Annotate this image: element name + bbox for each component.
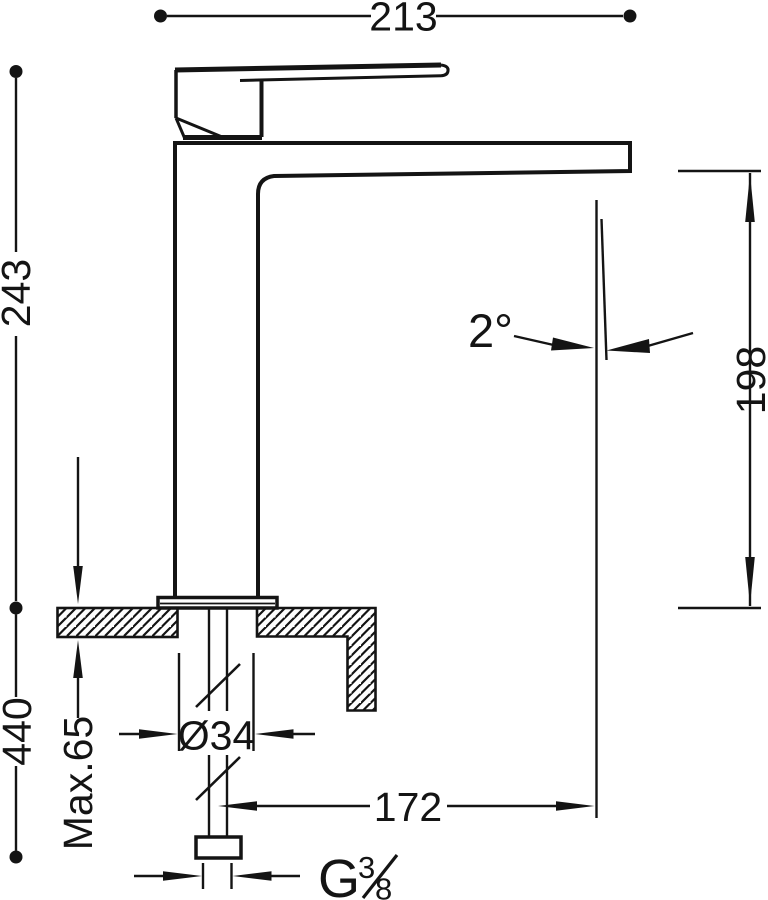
faucet-outline [156,62,632,610]
hose-break-mark-upper [195,663,241,708]
angle-2deg: 2° [468,304,694,357]
dim-198-arrow-up [745,174,755,222]
dim-172-arrow-right [556,801,595,811]
countertop-section [56,606,377,712]
dimension-max65: Max.65 [55,457,101,850]
dim-g38-letter: G [318,849,360,900]
dim-213-dot-left [154,9,167,23]
handle-lever-top-edge [174,62,442,73]
dim-g38-arrow-left [163,871,202,881]
dim-243-dot-bottom [9,601,23,615]
hose-connector-nut [194,835,243,860]
angle-2deg-label: 2° [468,304,513,357]
countertop-right-block [255,606,377,712]
dimension-g38: G 3 8 [134,849,399,900]
dim-o34-label: Ø34 [178,713,256,759]
dim-198-label: 198 [728,346,768,414]
dim-o34-arrow-left [139,729,178,739]
handle-lever-bottom-edge [239,74,442,82]
stream-tilt-line [600,218,608,361]
angle-leader-right [645,331,694,348]
dimension-172: 172 [218,784,595,830]
dim-213-label: 213 [369,0,437,40]
dim-max65-arrow-up [73,640,83,678]
countertop-left-block [56,606,179,639]
handle-bottom-diagonal [175,116,222,138]
dimension-198: 198 [678,169,768,610]
supply-hose [194,608,243,860]
dim-g38-arrow-right [232,871,272,881]
dim-g38-numerator: 3 [358,850,375,885]
angle-arrow-left [551,337,594,351]
dimension-440: 440 [0,614,40,864]
angle-leader-left [513,334,559,348]
dim-440-label: 440 [0,697,40,765]
dim-243-dot-top [9,65,23,78]
dim-198-arrow-down [745,557,755,605]
dimension-o34: Ø34 [119,653,315,759]
dimension-213: 213 [154,0,637,40]
dim-o34-arrow-right [255,729,294,739]
dim-g38-fraction-slash [361,854,399,899]
water-stream [595,200,608,818]
angle-arrow-right [606,339,650,353]
handle-lever-end-cap [440,63,450,78]
dimension-243: 243 [0,65,39,615]
dim-213-dot-right [623,9,637,23]
dim-440-dot-bottom [9,850,23,864]
dim-max65-arrow-down [73,566,83,604]
dim-172-arrow-left [218,801,257,811]
dim-243-label: 243 [0,259,39,327]
hose-break-mark-lower [195,756,241,801]
dim-172-label: 172 [374,784,442,830]
dim-max65-label: Max.65 [55,716,101,850]
faucet-body-and-spout [173,141,632,597]
dim-g38-denominator: 8 [375,872,392,900]
